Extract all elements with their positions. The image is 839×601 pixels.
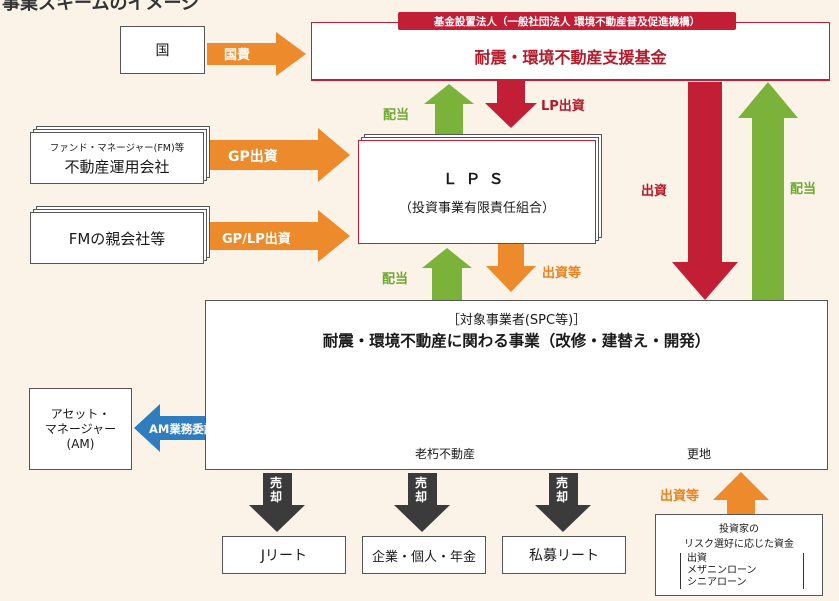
sale-arrow-2 bbox=[394, 473, 450, 532]
gp-lp-investment-arrow bbox=[207, 210, 350, 262]
gp-investment-arrow bbox=[207, 128, 350, 182]
investor-items: 出資 メザニンローン シニアローン bbox=[680, 553, 804, 589]
investor-box: 投資家の リスク選好に応じた資金 出資 メザニンローン シニアローン bbox=[655, 514, 823, 596]
private-reit-box: 私募リート bbox=[502, 536, 626, 574]
aging-property-label: 老朽不動産 bbox=[415, 447, 476, 461]
dividend-label-2: 配当 bbox=[382, 272, 409, 287]
dividend-label-1: 配当 bbox=[383, 108, 410, 123]
sale-label-1: 売却 bbox=[270, 476, 283, 504]
lps-box: ＬＰＳ （投資事業有限責任組合） bbox=[358, 140, 596, 244]
investment-down-arrow bbox=[672, 82, 738, 300]
investor-investment-up-arrow bbox=[713, 472, 769, 516]
dividend-up-arrow-3 bbox=[738, 82, 798, 300]
fund-org-tag: 基金設置法人（一般社団法人 環境不動産普及促進機構） bbox=[398, 12, 736, 30]
government-box: 国 bbox=[120, 26, 205, 74]
vacant-land-label: 更地 bbox=[687, 447, 712, 461]
fund-box: 耐震・環境不動産支援基金 bbox=[311, 22, 830, 80]
j-reit-box: Jリート bbox=[222, 536, 346, 574]
lp-investment-label: LP出資 bbox=[541, 99, 585, 114]
fund-name: 耐震・環境不動産支援基金 bbox=[474, 48, 667, 67]
investment-etc-label-2: 出資等 bbox=[660, 489, 700, 504]
corporate-individual-pension-box: 企業・個人・年金 bbox=[362, 536, 486, 574]
gp-lp-investment-label: GP/LP出資 bbox=[222, 232, 291, 247]
spc-box: ［対象事業者(SPC等)］ 耐震・環境不動産に関わる事業（改修・建替え・開発） … bbox=[205, 300, 828, 470]
lp-investment-down-arrow bbox=[485, 80, 537, 128]
investment-etc-label-1: 出資等 bbox=[542, 266, 582, 281]
fm-parent-box: FMの親会社等 bbox=[30, 212, 204, 264]
dividend-label-3: 配当 bbox=[790, 182, 817, 197]
dividend-up-arrow-2 bbox=[422, 248, 472, 300]
spc-tag: ［対象事業者(SPC等)］ bbox=[446, 313, 587, 328]
kokuhi-arrow bbox=[207, 32, 306, 76]
spc-title: 耐震・環境不動産に関わる事業（改修・建替え・開発） bbox=[322, 332, 711, 350]
kokuhi-label: 国費 bbox=[224, 48, 251, 63]
am-commission-label: AM業務委託 bbox=[149, 422, 216, 436]
sale-label-3: 売却 bbox=[556, 476, 569, 504]
investment-label: 出資 bbox=[641, 184, 668, 199]
sale-arrow-1 bbox=[249, 473, 305, 532]
asset-manager-box: アセット・ マネージャー (AM) bbox=[29, 388, 132, 470]
page-header: 事業スキームのイメージ bbox=[2, 0, 200, 14]
dividend-up-arrow-1 bbox=[424, 84, 474, 134]
fm-company-box: ファンド・マネージャー(FM)等 不動産運用会社 bbox=[30, 132, 204, 184]
sale-label-2: 売却 bbox=[415, 476, 428, 504]
investment-etc-down-arrow bbox=[486, 244, 536, 292]
sale-arrow-3 bbox=[535, 473, 591, 532]
gp-investment-label: GP出資 bbox=[228, 149, 278, 165]
